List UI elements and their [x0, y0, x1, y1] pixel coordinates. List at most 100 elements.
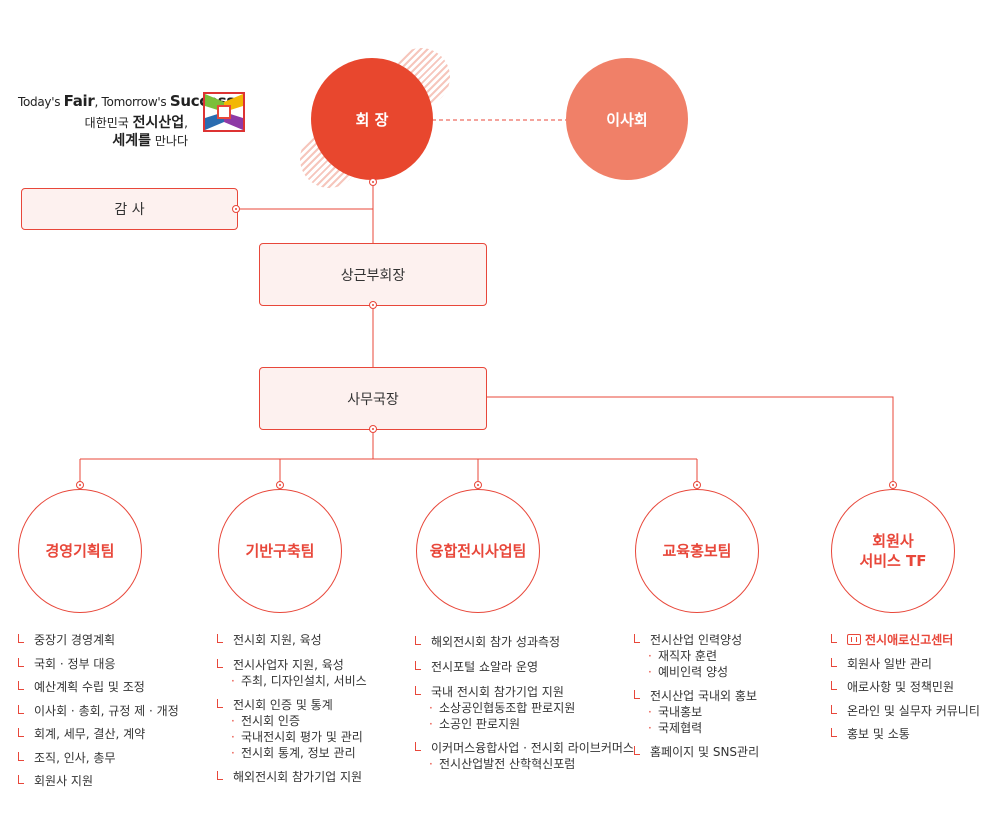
duty-item-text: 온라인 및 실무자 커뮤니티	[847, 703, 980, 718]
corner-bullet-icon	[217, 634, 223, 643]
secretary-general-label: 사무국장	[347, 391, 399, 408]
duty-item-text: 예산계획 수립 및 조정	[34, 680, 145, 694]
duty-item: 전시산업 국내외 홍보	[634, 688, 759, 704]
duty-item: 조직, 인사, 총무	[18, 750, 179, 766]
duty-sub-item: · 전시산업발전 산학혁신포럼	[415, 756, 634, 772]
sub-bullet-icon: ·	[429, 701, 433, 715]
duty-item-text: 회원사 지원	[34, 774, 94, 788]
duty-sub-item: ·전시회 인증	[217, 713, 367, 729]
duty-item: 이사회 · 총회, 규정 제 · 개정	[18, 703, 179, 719]
corner-bullet-icon	[18, 728, 24, 737]
duty-item: 홈페이지 및 SNS관리	[634, 744, 759, 760]
duty-item[interactable]: 전시애로신고센터	[831, 632, 980, 648]
duty-item-text: 전시사업자 지원, 육성	[233, 658, 344, 672]
brand-logo: Today's Fair, Tomorrow's Success 대한민국 전시…	[18, 92, 248, 156]
corner-bullet-icon	[18, 657, 24, 667]
duty-sub-item-text: 전시산업발전 산학혁신포럼	[439, 757, 576, 771]
duty-sub-item: ·주최, 디자인설치, 서비스	[217, 673, 367, 689]
duty-sub-item: ·소상공인협동조합 판로지원	[415, 700, 634, 716]
duty-item: 해외전시회 참가 성과측정	[415, 634, 634, 650]
duty-item-text: 홍보 및 소통	[847, 727, 910, 741]
chairman-node: 회 장	[311, 58, 433, 180]
duty-sub-item-text: 국내홍보	[658, 705, 703, 719]
department-name: 교육홍보팀	[662, 542, 732, 560]
department-name: 기반구축팀	[245, 542, 315, 560]
duty-item-text: 전시애로신고센터	[865, 633, 954, 647]
corner-bullet-icon	[415, 742, 421, 751]
duty-item-text: 홈페이지 및 SNS관리	[650, 745, 760, 759]
sub-bullet-icon: ·	[648, 665, 652, 679]
department-name: 회원사 서비스 TF	[859, 532, 927, 570]
department-node: 교육홍보팀	[635, 489, 759, 613]
chairman-label: 회 장	[355, 110, 389, 129]
duty-sub-item: ·국내홍보	[634, 704, 759, 720]
duty-sub-item-text: 국제협력	[658, 721, 703, 735]
duty-item-text: 회계, 세무, 결산, 계약	[34, 727, 146, 741]
corner-bullet-icon	[217, 659, 223, 668]
logo-slogan-line2: 대한민국 전시산업,	[84, 115, 188, 131]
board-node: 이사회	[566, 58, 688, 180]
duty-sub-item: ·예비인력 양성	[634, 664, 759, 680]
corner-bullet-icon	[415, 636, 421, 645]
sub-bullet-icon: ·	[429, 757, 433, 771]
chairman-connector-dot	[369, 178, 377, 186]
sub-bullet-icon: ·	[429, 717, 433, 731]
duty-item-text: 전시회 인증 및 통계	[233, 698, 333, 712]
corner-bullet-icon	[415, 686, 421, 695]
duty-item: 전시사업자 지원, 육성	[217, 657, 367, 673]
corner-bullet-icon	[18, 704, 24, 714]
auditor-box: 감 사	[21, 188, 238, 230]
department-connector-dot	[474, 481, 482, 489]
corner-bullet-icon	[415, 661, 421, 670]
department-name: 융합전시사업팀	[429, 542, 527, 560]
board-label: 이사회	[606, 110, 648, 129]
duty-item: 회원사 일반 관리	[831, 656, 980, 672]
department-connector-dot	[693, 481, 701, 489]
duty-item: 온라인 및 실무자 커뮤니티	[831, 703, 980, 719]
corner-bullet-icon	[831, 728, 837, 737]
duty-item: 국내 전시회 참가기업 지원	[415, 684, 634, 700]
duty-sub-item: ·전시회 통계, 정보 관리	[217, 745, 367, 761]
duty-sub-item: ·국내전시회 평가 및 관리	[217, 729, 367, 745]
vice-chairman-box: 상근부회장	[259, 243, 487, 306]
vice-chairman-label: 상근부회장	[340, 267, 406, 284]
sub-bullet-icon: ·	[231, 746, 235, 760]
duty-item: 예산계획 수립 및 조정	[18, 679, 179, 695]
department-node: 융합전시사업팀	[416, 489, 540, 613]
corner-bullet-icon	[18, 634, 24, 643]
duty-item: 회계, 세무, 결산, 계약	[18, 726, 179, 742]
duty-item-text: 이커머스융합사업 · 전시회 라이브커머스	[431, 741, 634, 755]
duty-item: 홍보 및 소통	[831, 726, 980, 742]
duty-item-text: 전시회 지원, 육성	[233, 633, 322, 647]
department-name: 경영기획팀	[45, 542, 115, 560]
auditor-connector-dot	[232, 205, 240, 213]
duty-item: 전시산업 인력양성	[634, 632, 759, 648]
duty-item-text: 조직, 인사, 총무	[34, 750, 116, 765]
auditor-label: 감 사	[114, 202, 145, 218]
logo-slogan-line1: Today's Fair, Tomorrow's Success	[18, 92, 236, 110]
duty-item-text: 국회 · 정부 대응	[34, 656, 116, 671]
corner-bullet-icon	[831, 634, 837, 643]
logo-emblem-icon	[203, 92, 245, 132]
duty-item: 회원사 지원	[18, 773, 179, 789]
duty-sub-item: ·재직자 훈련	[634, 648, 759, 664]
duty-item-text: 전시포털 쇼알라 운영	[431, 660, 538, 674]
duty-item: 국회 · 정부 대응	[18, 656, 179, 672]
vice-chairman-connector-dot	[369, 301, 377, 309]
duty-item-text: 해외전시회 참가 성과측정	[431, 635, 561, 649]
corner-bullet-icon	[634, 634, 640, 643]
corner-bullet-icon	[634, 746, 640, 755]
department-node: 기반구축팀	[218, 489, 342, 613]
sub-bullet-icon: ·	[648, 721, 652, 735]
corner-bullet-icon	[18, 775, 24, 784]
department-node: 경영기획팀	[18, 489, 142, 613]
duty-item: 중장기 경영계획	[18, 632, 179, 648]
corner-bullet-icon	[831, 657, 837, 667]
department-connector-dot	[276, 481, 284, 489]
corner-bullet-icon	[831, 704, 837, 714]
